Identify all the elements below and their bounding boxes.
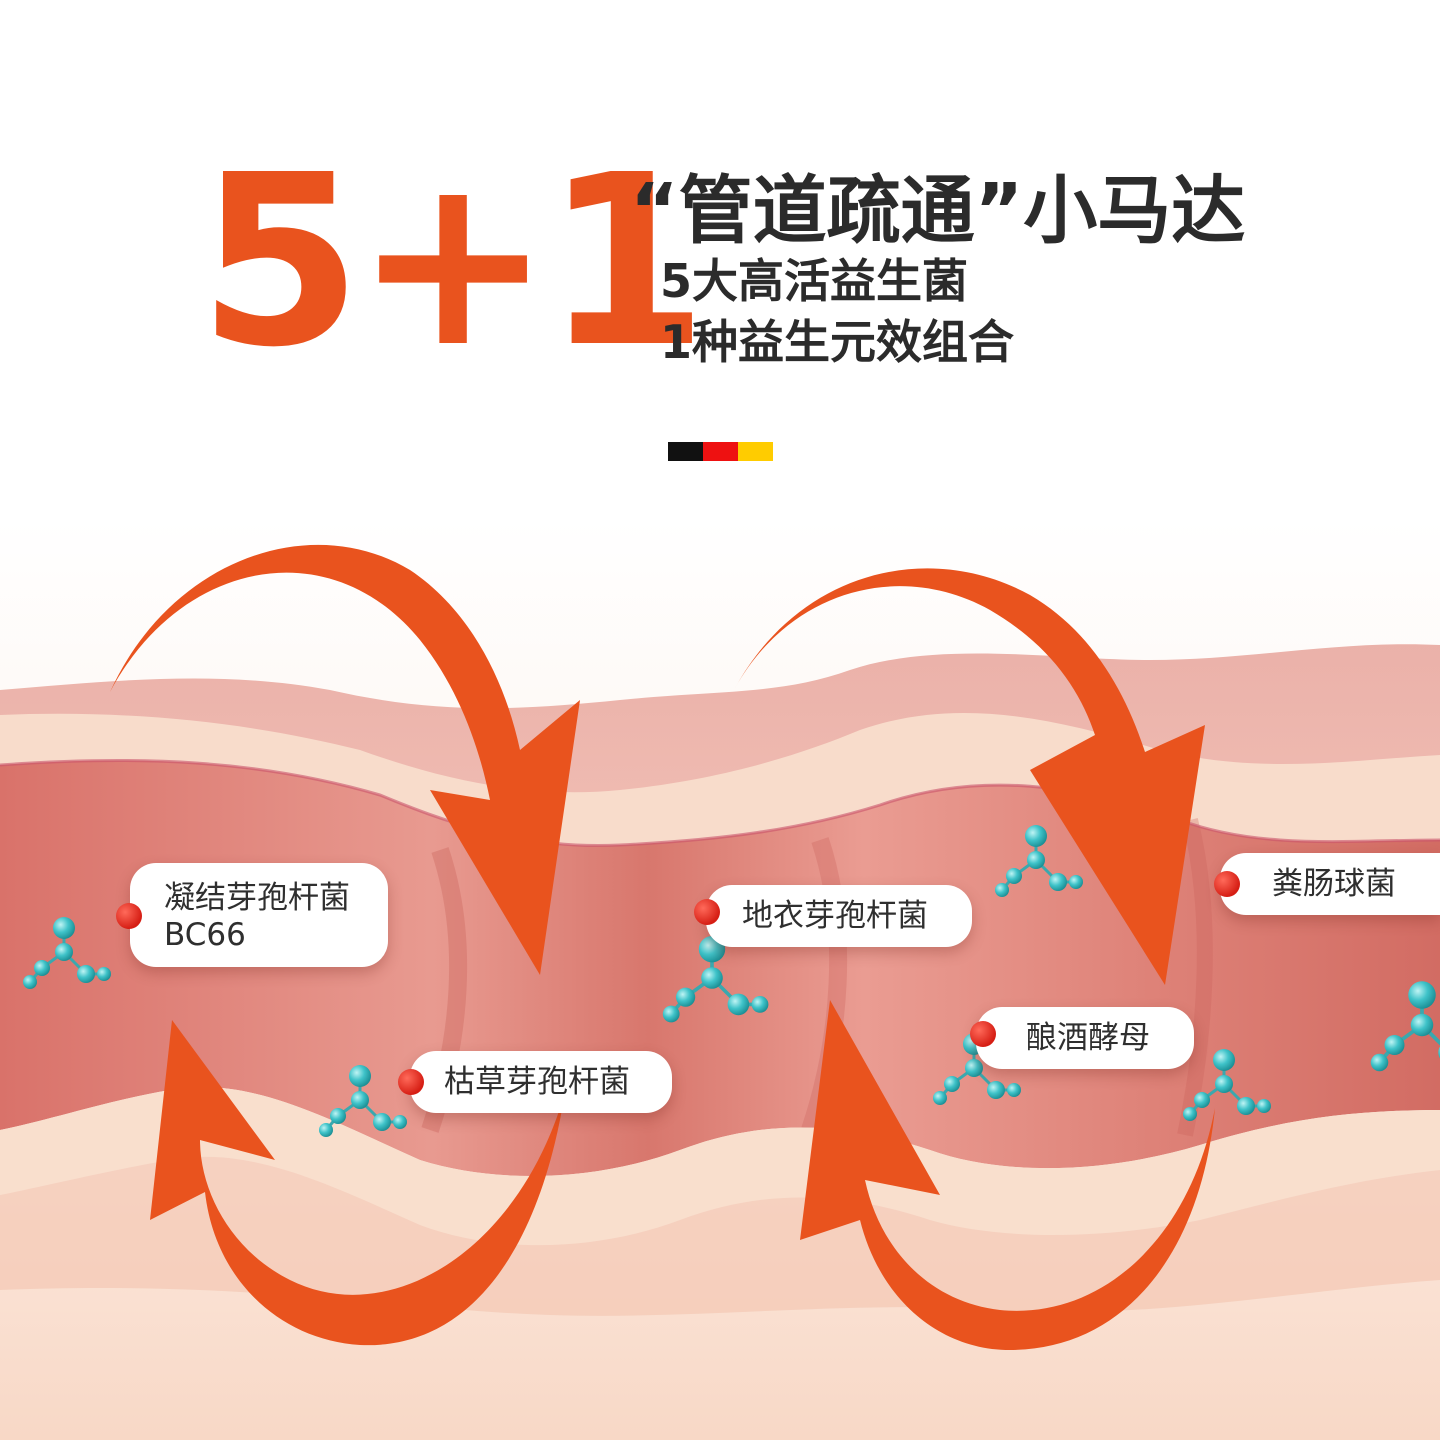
red-dot-marker-icon: [398, 1069, 424, 1095]
headline-number: 5+1: [198, 124, 708, 399]
label-saccharomyces-text: 酿酒酵母: [1026, 1020, 1150, 1056]
label-bacillus-subtilis-text: 枯草芽孢杆菌: [444, 1064, 630, 1100]
flag-stripe-black: [668, 442, 703, 461]
intestine-illustration: 凝结芽孢杆菌 BC66 枯草芽孢杆菌 地衣芽孢杆菌 酿酒酵母 粪肠球菌: [0, 520, 1440, 1440]
german-flag-icon: [668, 442, 773, 461]
label-bacillus-licheniformis: 地衣芽孢杆菌: [694, 885, 972, 947]
intestine-cream-band-bottom: [0, 1087, 1440, 1246]
label-bacillus-coagulans: 凝结芽孢杆菌 BC66: [116, 863, 388, 967]
label-bacillus-coagulans-line1: 凝结芽孢杆菌: [164, 880, 350, 916]
red-dot-marker-icon: [1214, 871, 1240, 897]
curved-arrow-icon: [800, 1000, 1215, 1350]
flag-stripe-gold: [738, 442, 773, 461]
label-saccharomyces: 酿酒酵母: [970, 1007, 1194, 1069]
flag-stripe-red: [703, 442, 738, 461]
subtitle-probiotics: 5大高活益生菌: [660, 254, 969, 308]
red-dot-marker-icon: [116, 903, 142, 929]
tissue-edge-top: [0, 758, 1440, 848]
label-enterococcus-faecalis-text: 粪肠球菌: [1272, 866, 1396, 902]
curved-arrow-icon: [110, 544, 580, 975]
red-dot-marker-icon: [970, 1021, 996, 1047]
headline-title: “管道疏通”小马达: [630, 168, 1246, 254]
header: 5+1 “管道疏通”小马达 5大高活益生菌 1种益生元效组合: [0, 0, 1440, 520]
red-dot-marker-icon: [694, 899, 720, 925]
label-bacillus-subtilis: 枯草芽孢杆菌: [398, 1051, 672, 1113]
intestine-svg: [0, 520, 1440, 1440]
tissue-fold: [1177, 818, 1213, 1137]
label-enterococcus-faecalis: 粪肠球菌: [1214, 853, 1440, 915]
intestine-outer-bottom: [0, 1156, 1440, 1316]
label-bacillus-coagulans-line2: BC66: [164, 917, 246, 953]
curved-arrow-icon: [150, 1020, 565, 1346]
subtitle-prebiotic: 1种益生元效组合: [660, 315, 1015, 369]
label-bacillus-licheniformis-text: 地衣芽孢杆菌: [742, 898, 928, 934]
curved-arrow-icon: [735, 568, 1205, 985]
